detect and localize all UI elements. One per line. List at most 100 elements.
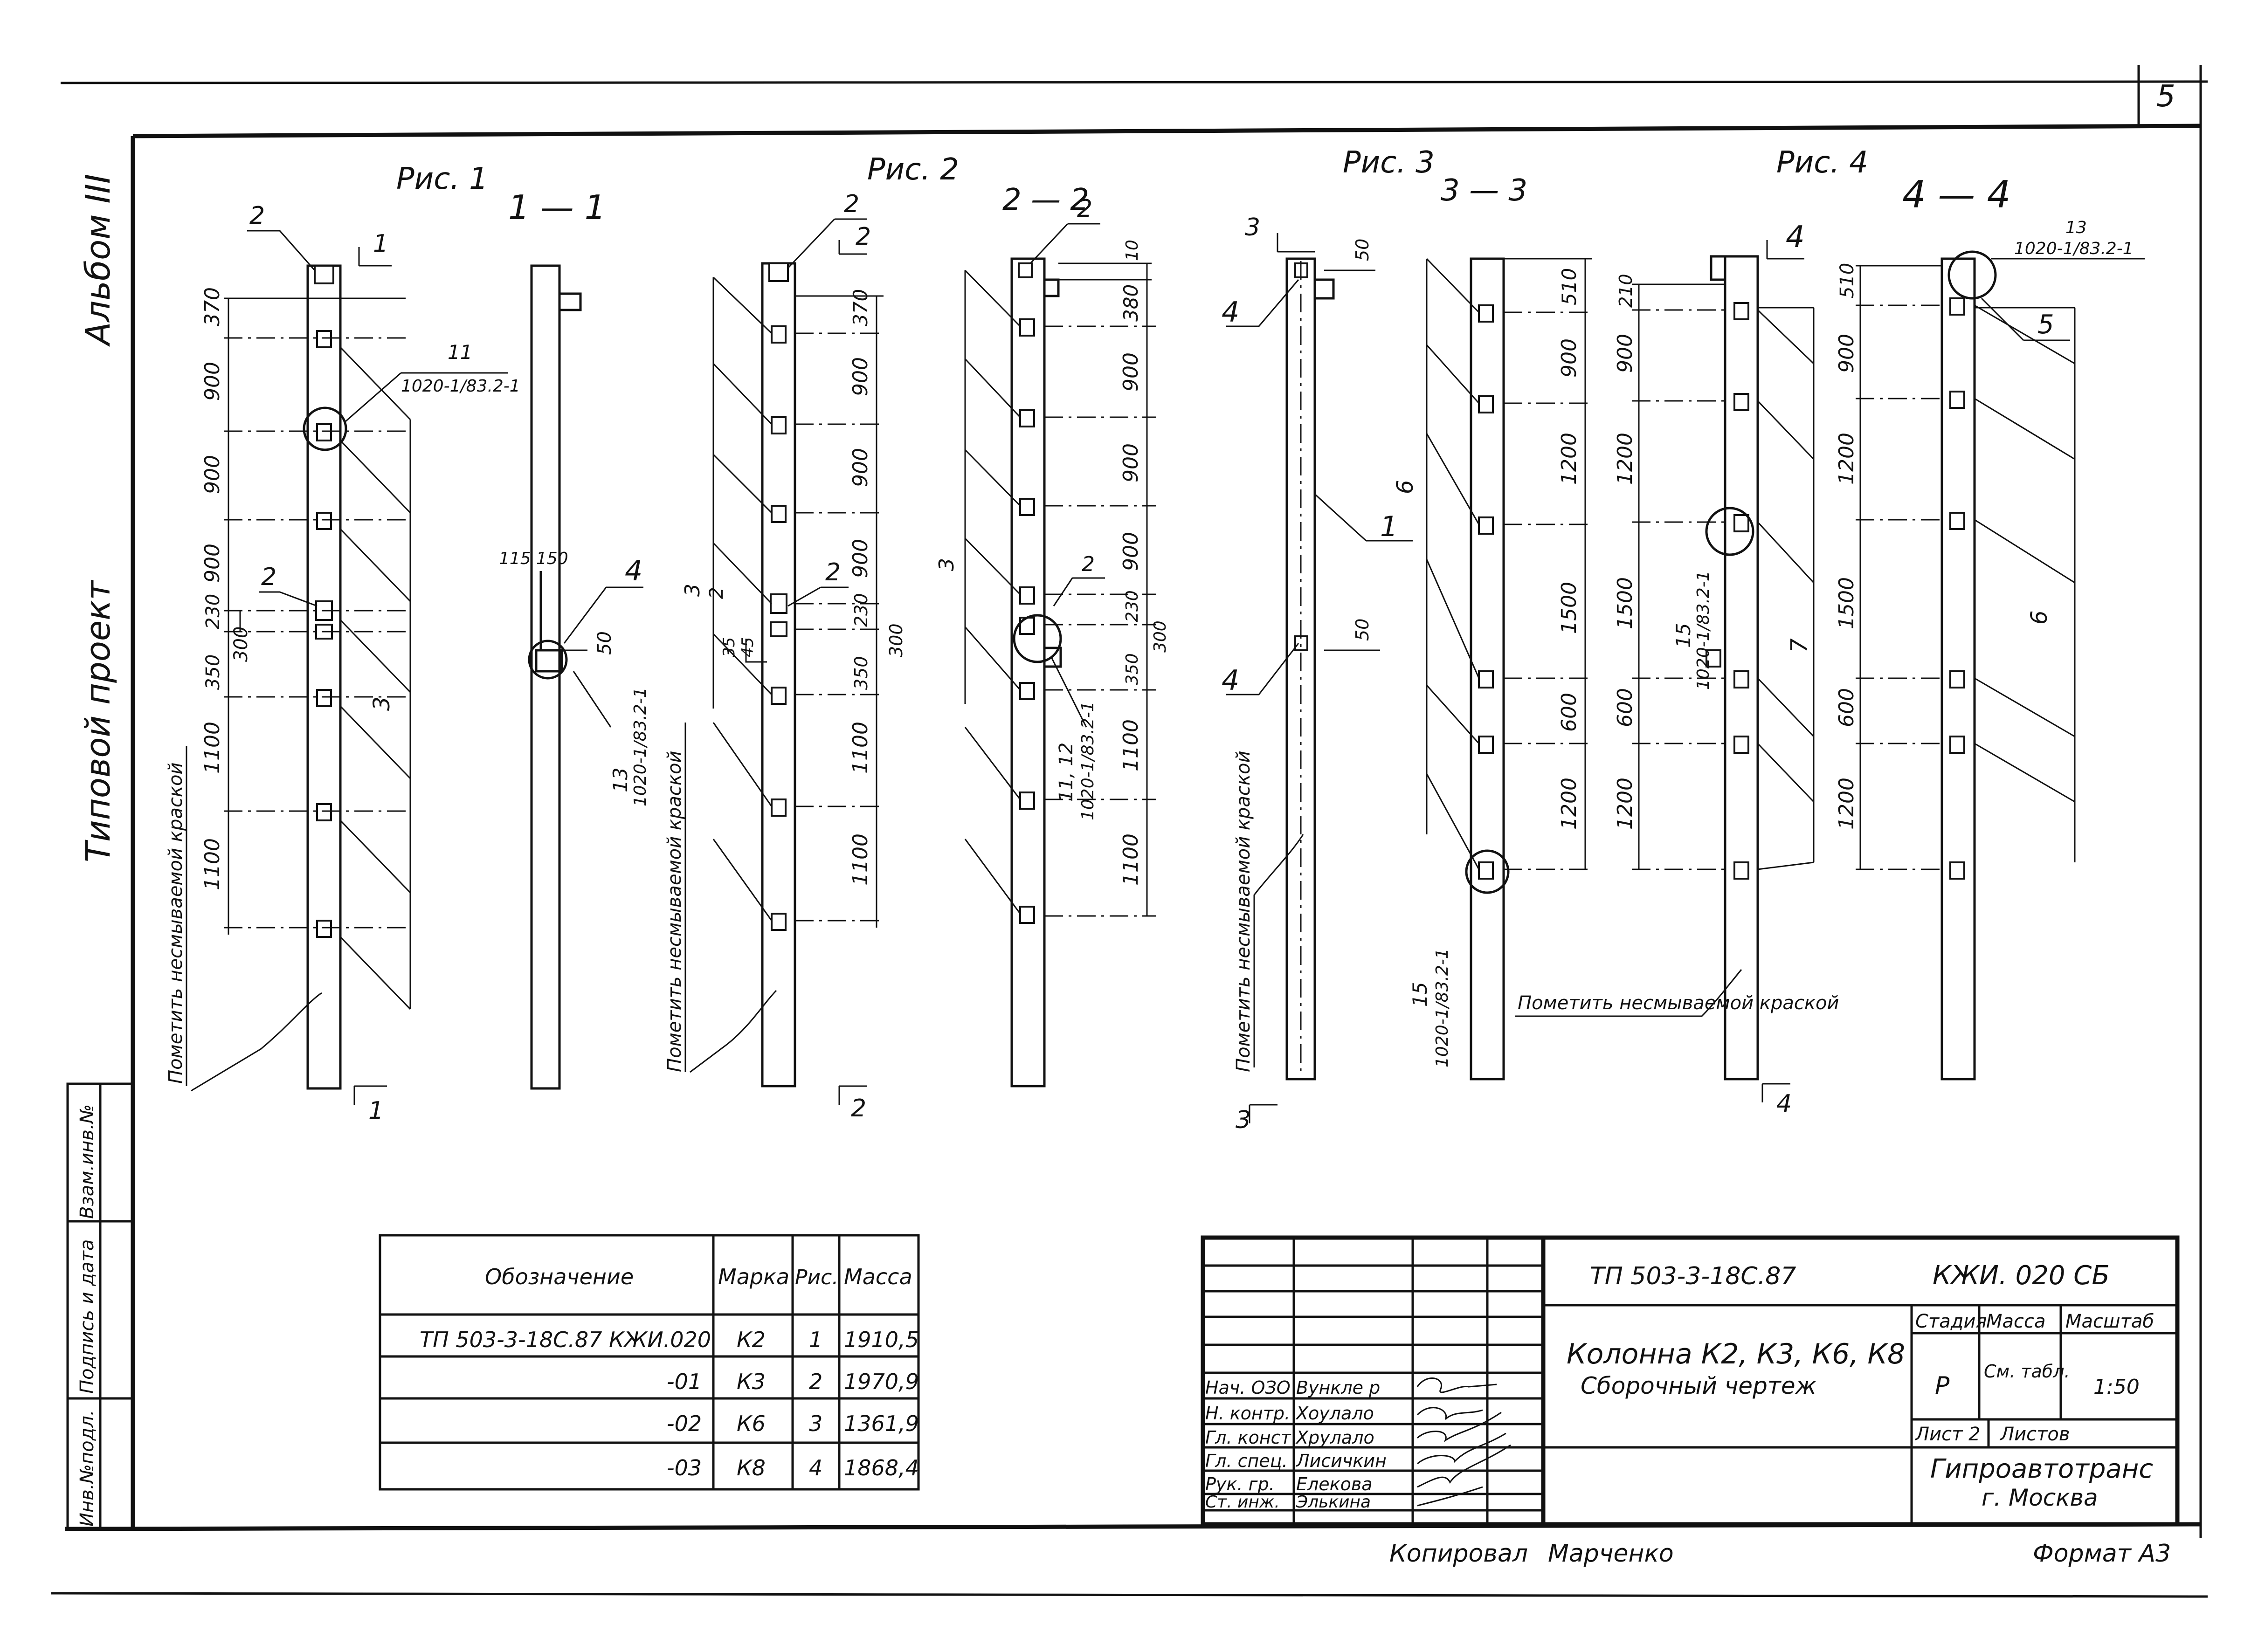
footer: Копировал Марченко Формат А3 (1389, 1540, 2171, 1568)
tb-stage: Р (1935, 1372, 1950, 1400)
tb-role-3: Гл. спец. (1205, 1451, 1288, 1471)
fig2-sec-dim-5: 230 (1123, 590, 1142, 622)
fig4-dim-210: 210 (1616, 274, 1636, 308)
stamp-replace: Взам.инв.№ (76, 1104, 98, 1219)
tb-sheet: Лист 2 (1914, 1424, 1981, 1445)
tb-role-4: Рук. гр. (1205, 1474, 1275, 1494)
spec-row-0-mass: 1910,5 (844, 1327, 919, 1352)
spec-row-3-designation: -03 (667, 1455, 702, 1480)
fig3-note: Пометить несмываемой краской (1233, 751, 1254, 1072)
fig2-sec-dim-2: 900 (1119, 352, 1143, 392)
spec-row-2-mark: К6 (737, 1411, 766, 1436)
fig2-dim-5: 300 (886, 623, 906, 657)
fig3-section-pos-6: 6 (1392, 480, 1418, 494)
tb-doc-code: КЖИ. 020 СБ (1933, 1260, 2110, 1291)
fig1-section-detail-num: 13 (609, 768, 632, 792)
tb-scale-header: Масштаб (2065, 1311, 2154, 1332)
signature-scribbles (1416, 1377, 1511, 1507)
fig3-dim-50b: 50 (1352, 619, 1373, 641)
figure-2: Рис. 2 2 — 2 370 900 900 (664, 152, 1170, 1122)
fig1-section-dim-150: 150 (536, 549, 568, 568)
project-label: Типовой проект (78, 579, 117, 862)
fig2-column (761, 262, 796, 1088)
fig4-sec-dim-1200a: 1200 (1835, 433, 1858, 485)
fig2-dims: 370 900 900 900 230 300 350 1100 1100 (795, 289, 906, 928)
figure-4: Рис. 4 4 — 4 4 4 210 900 1200 1500 600 1… (1515, 145, 2145, 1118)
fig1-pos-2a: 2 (249, 202, 265, 230)
spec-row-0-mark: К2 (737, 1327, 766, 1352)
fig4-section-title: 4 — 4 (1902, 173, 2011, 216)
fig4-cut-top: 4 (1786, 220, 1805, 255)
fig1-section-pos: 4 (625, 555, 642, 587)
fig1-dim-7: 1100 (200, 722, 224, 774)
fig4-note-line1: Пометить несмываемой краской (1518, 992, 1839, 1014)
fig4-dim-1200a: 1200 (1613, 433, 1637, 485)
footer-copied-name: Марченко (1548, 1540, 1674, 1568)
tb-name-0: Вункле р (1296, 1377, 1380, 1398)
fig1-section-title: 1 — 1 (508, 188, 606, 227)
fig2-detail-num: 11, 12 (1056, 743, 1077, 802)
fig2-dim-3: 900 (849, 539, 872, 578)
tb-city: г. Москва (1982, 1484, 2098, 1511)
fig3-pos-4a: 4 (1222, 296, 1239, 329)
fig1-column (306, 264, 342, 1090)
spec-row-3-fig: 4 (809, 1455, 822, 1480)
fig3-sec-dim-510: 510 (1558, 268, 1581, 305)
fig4-sec-dim-510: 510 (1837, 263, 1858, 298)
fig3-sec-dim-1200a: 1200 (1557, 433, 1581, 485)
fig4-detail-num: 15 (1672, 623, 1695, 648)
fig1-cut-bottom: 1 (368, 1097, 384, 1125)
fig2-sec-dim-3: 900 (1119, 443, 1143, 482)
fig1-dim-2: 900 (200, 455, 224, 494)
tb-name: Колонна К2, К3, К6, К8 (1567, 1338, 1905, 1370)
tb-name-4: Елекова (1296, 1474, 1373, 1494)
fig2-dim-0: 370 (849, 289, 872, 326)
fig3-title: Рис. 3 (1343, 145, 1435, 180)
spec-row-3-mark: К8 (737, 1455, 766, 1480)
fig2-sec-dim-4: 900 (1119, 532, 1143, 571)
fig3-cut-bottom: 3 (1236, 1106, 1251, 1134)
tb-role-5: Ст. инж. (1205, 1493, 1280, 1512)
tb-name-2: Хрулало (1295, 1427, 1374, 1448)
fig4-column (1724, 255, 1759, 1081)
fig1-section-dim-115: 115 (499, 549, 531, 568)
fig4-sec-dim-900: 900 (1835, 334, 1858, 373)
tb-role-1: Н. контр. (1205, 1403, 1290, 1424)
spec-header-fig: Рис. (795, 1266, 838, 1289)
fig2-pos-2a: 2 (844, 190, 859, 218)
tb-name-3: Лисичкин (1295, 1451, 1387, 1471)
figure-3: Рис. 3 3 — 3 3 3 4 4 1 50 50 Пометить не… (1222, 145, 1592, 1134)
fig2-pos-3a: 3 (681, 584, 704, 597)
footer-copied-label: Копировал (1389, 1540, 1528, 1568)
spec-header-mass: Масса (844, 1264, 912, 1289)
fig1-dim-1: 900 (200, 362, 224, 401)
tb-name-5: Элькина (1296, 1493, 1371, 1512)
spec-row-0-fig: 1 (809, 1327, 822, 1352)
sheet-frame: 5 (51, 65, 2208, 1598)
fig2-sec-dim-0: 10 (1123, 240, 1142, 261)
fig2-pos-2c: 2 (706, 587, 727, 599)
tb-code: ТП 503-3-18С.87 (1590, 1262, 1796, 1290)
fig2-section-title: 2 — 2 (1002, 183, 1089, 217)
fig2-detail-ref: 1020-1/83.2-1 (1078, 701, 1098, 820)
fig2-sec-dim-1: 380 (1119, 284, 1142, 322)
fig3-sec-dim-600: 600 (1557, 693, 1581, 732)
fig3-pos-4b: 4 (1222, 664, 1239, 697)
spec-row-1-mass: 1970,9 (844, 1369, 919, 1394)
fig4-section-detail-num: 13 (2065, 218, 2087, 237)
tb-role-0: Нач. ОЗО (1205, 1377, 1291, 1398)
fig2-title: Рис. 2 (867, 152, 959, 187)
fig4-sec-dim-1200b: 1200 (1835, 778, 1858, 830)
fig2-cut-bottom: 2 (851, 1094, 866, 1122)
fig3-section-title: 3 — 3 (1441, 173, 1527, 208)
spec-row-2-mass: 1361,9 (844, 1411, 919, 1436)
fig2-sec-dim-7: 350 (1123, 653, 1142, 685)
fig2-small-dim-35: 35 (720, 637, 739, 657)
fig4-pos-7: 7 (1786, 638, 1812, 653)
fig4-section-pos-5: 5 (2037, 310, 2054, 340)
spec-row-2-fig: 3 (809, 1411, 822, 1436)
fig1-note: Пометить несмываемой краской (165, 763, 186, 1084)
spec-row-1-designation: -01 (667, 1369, 702, 1394)
stamp-inv: Инв.№подл. (76, 1410, 98, 1527)
